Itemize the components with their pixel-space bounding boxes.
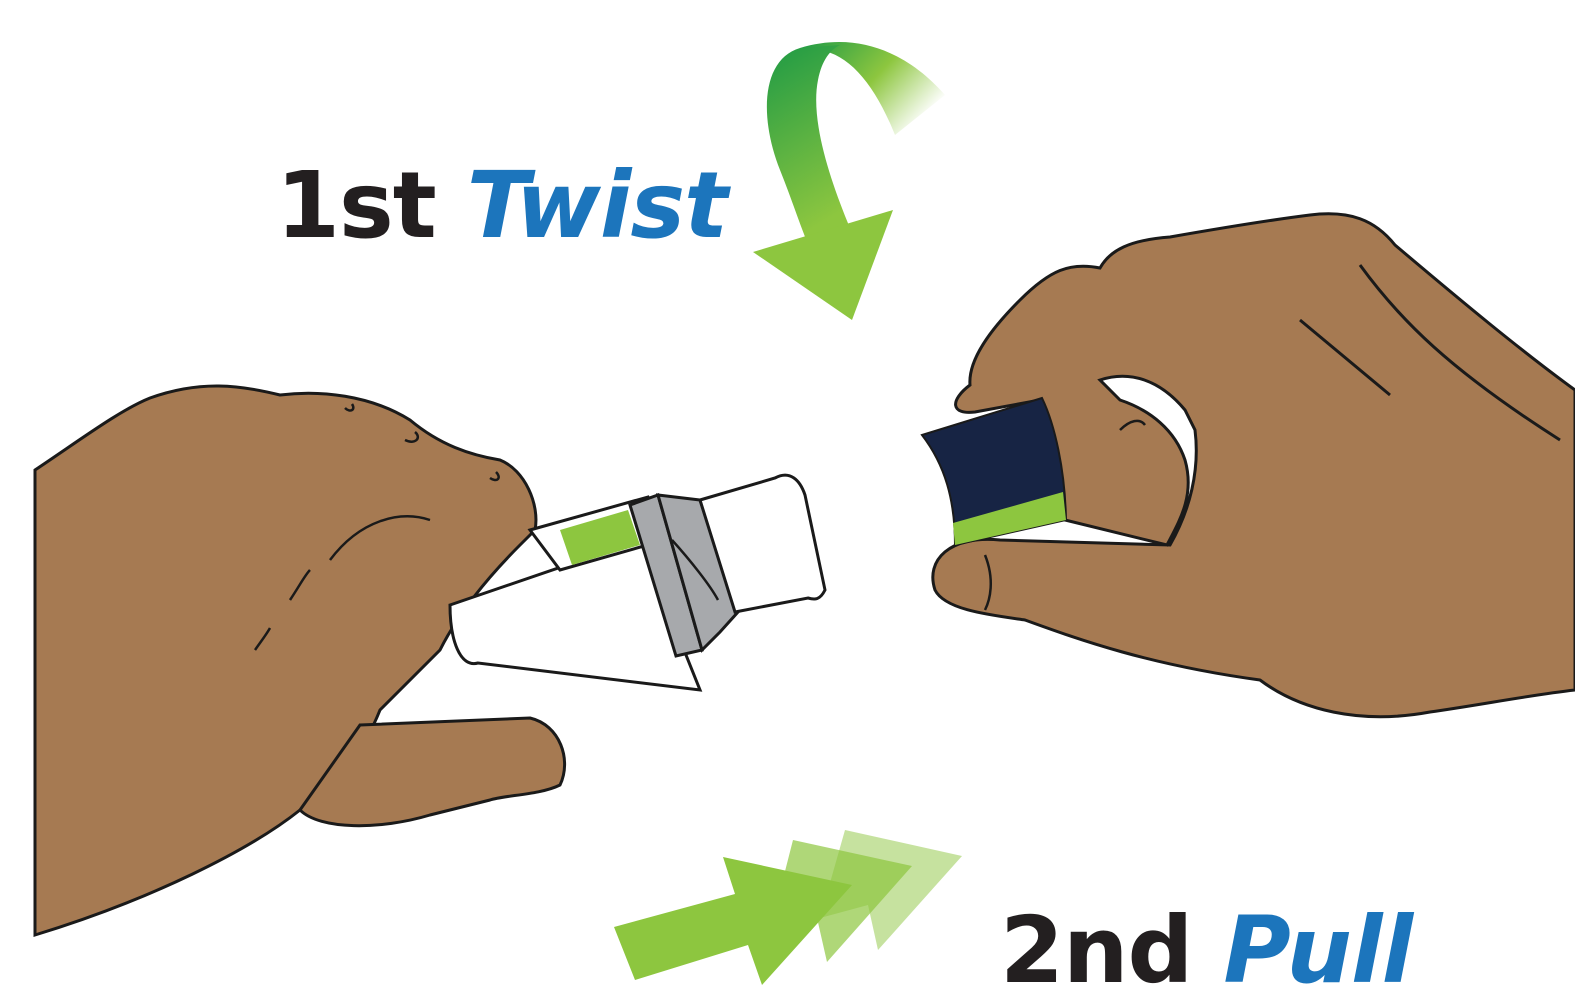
- twist-arrow-icon: [753, 42, 945, 320]
- step-1-number: 1st: [276, 152, 436, 259]
- step-1-label: 1st Twist: [276, 160, 727, 252]
- step-2-verb: Pull: [1223, 897, 1412, 1004]
- right-hand-with-cap: [922, 214, 1575, 717]
- pull-arrows-icon: [614, 830, 962, 985]
- step-2-label: 2nd Pull: [1000, 905, 1412, 997]
- step-1-verb: Twist: [467, 152, 727, 259]
- cap: [922, 398, 1066, 545]
- step-2-number: 2nd: [1000, 897, 1192, 1004]
- left-hand-with-device: [35, 386, 825, 935]
